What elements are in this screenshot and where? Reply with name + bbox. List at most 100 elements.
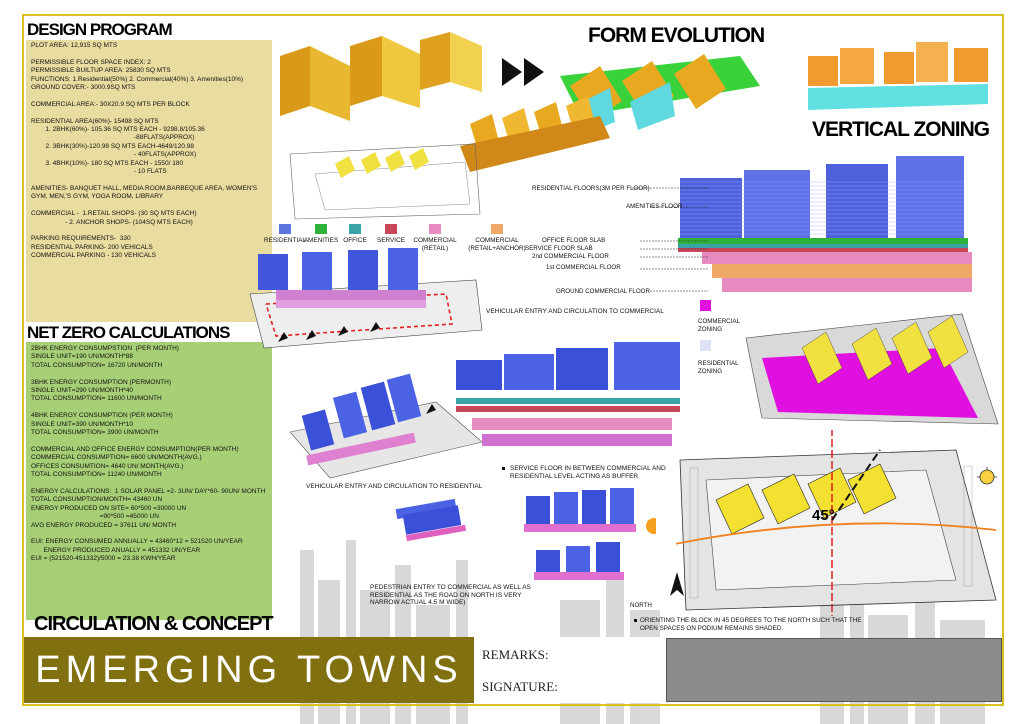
- design-program-line: [31, 50, 267, 58]
- bullet-icon: [634, 619, 637, 622]
- legend-swatch: [429, 224, 441, 234]
- residential-zoning-label: RESIDENTIAL ZONING: [698, 360, 739, 375]
- design-program-line: 2. 3BHK(30%)-120.98 SQ MTS EACH-4649/120…: [31, 142, 194, 150]
- design-program-heading: DESIGN PROGRAM: [27, 20, 173, 39]
- legend-swatch: [349, 224, 361, 234]
- net-zero-line: 2BHK ENERGY CONSUMPSTION (PER MONTH): [31, 345, 179, 352]
- label-residential-floors: RESIDENTIAL FLOORS(3M PER FLOOR): [532, 185, 650, 192]
- legend-label: OFFICE: [343, 237, 367, 244]
- net-zero-line: TOTAL CONSUMPTION= 16720 UN/MONTH: [31, 361, 163, 369]
- net-zero-line: [31, 480, 267, 488]
- site-sketch: [289, 143, 481, 220]
- design-program-line: 1. 2BHK(60%)- 105.36 SQ MTS EACH - 9298.…: [31, 126, 205, 134]
- legend-label: AMENITIES: [303, 237, 339, 244]
- form-evolution-heading: FORM EVOLUTION: [588, 24, 765, 47]
- legend-label: RESIDENTIAL: [264, 237, 306, 244]
- caption-orientation: ORIENTING THE BLOCK IN 45 DEGREES TO THE…: [640, 617, 862, 632]
- design-program-line: RESIDENTIAL AREA(60%)- 15498 SQ MTS: [31, 117, 159, 125]
- north-label: NORTH: [630, 602, 652, 609]
- caption-pedestrian-entry: PEDESTRIAN ENTRY TO COMMERCIAL AS WELL A…: [370, 584, 531, 607]
- pedestrian-entry-models: [395, 488, 656, 580]
- commercial-zoning-swatch: [700, 300, 711, 311]
- design-program-line: COMMERCIAL - 1.RETAIL SHOPS- (30 SQ MTS …: [31, 210, 197, 218]
- stage-3-blocks: [460, 96, 610, 172]
- legend-label: COMMERCIAL (RETAIL+ANCHOR): [468, 237, 526, 252]
- project-title: EMERGING TOWNS: [35, 648, 463, 691]
- legend-item: RESIDENTIAL: [262, 224, 308, 245]
- zoning-leader-lines: [632, 187, 708, 292]
- net-zero-panel: 2BHK ENERGY CONSUMPSTION (PER MONTH)SING…: [26, 342, 272, 620]
- design-program-line: PLOT AREA: 12,915 SQ MTS: [31, 42, 118, 49]
- circulation-concept-heading: CIRCULATION & CONCEPT: [34, 613, 274, 635]
- zoning-site-plan: [745, 313, 999, 425]
- design-program-line: 3. 4BHK(10%)- 180 SQ MTS EACH - 1550/ 18…: [31, 159, 184, 167]
- design-program-line: [31, 202, 267, 210]
- net-zero-line: 3BHK ENERGY CONSUMPTION (PERMONTH): [31, 378, 172, 386]
- sun-icon: [977, 467, 997, 485]
- net-zero-line: EUI = (521520-451332)/5000 = 23.38 KWH/Y…: [31, 555, 176, 563]
- remarks-field[interactable]: [666, 638, 1002, 702]
- design-program-line: GYM, MEN,'S GYM, YOGA ROOM, LIBRARY: [31, 193, 164, 201]
- design-program-line: COMMERCIAL AREA:- 30X20.9 SQ MTS PER BLO…: [31, 100, 190, 108]
- orientation-site-plan: [676, 430, 997, 616]
- net-zero-line: ENERGY PRODUCED ANUALLY = 451332 UN/YEAR: [31, 546, 201, 554]
- net-zero-line: SINGLE UNIT=190 UN/MONTH*88: [31, 353, 134, 361]
- legend-label: COMMERCIAL (RETAIL): [413, 237, 457, 252]
- design-program-line: FUNCTIONS: 1.Residential(50%) 2. Commerc…: [31, 75, 244, 83]
- design-program-line: PERMISSIBLE FLOOR SPACE INDEX: 2: [31, 58, 151, 66]
- vertical-zoning-mass: [808, 42, 988, 110]
- residential-circulation-model: [289, 373, 483, 479]
- design-program-text: PLOT AREA: 12,915 SQ MTS PERMISSIBLE FLO…: [31, 42, 267, 261]
- service-floor-diagram: [456, 342, 680, 446]
- legend-item: COMMERCIAL (RETAIL+ANCHOR): [462, 224, 532, 252]
- label-second-commercial: 2nd COMMERCIAL FLOOR: [532, 253, 609, 260]
- legend-item: OFFICE: [332, 224, 378, 245]
- design-program-line: RESIDENTIAL PARKING- 200 VEHICALS: [31, 243, 153, 251]
- sheet-border: [22, 14, 1004, 706]
- legend-label: SERVICE: [377, 237, 405, 244]
- design-program-line: GROUND COVER:- 3000.9SQ MTS: [31, 84, 136, 92]
- design-program-line: [31, 177, 267, 185]
- net-zero-line: TOTAL CONSUMPTION= 11240 UN/MONTH: [31, 471, 162, 479]
- net-zero-line: TOTAL CONSUMPTION= 3900 UN/MONTH: [31, 429, 159, 437]
- net-zero-line: [31, 437, 267, 445]
- design-program-line: [31, 92, 267, 100]
- net-zero-line: AVG ENERGY PRODUCED = 37611 UN/ MONTH: [31, 521, 177, 529]
- bullet-icon: [502, 467, 505, 470]
- net-zero-line: [31, 370, 267, 378]
- label-amenities-floor: AMENITIES FLOOR: [626, 203, 683, 210]
- net-zero-line: TOTAL CONSUMPTION= 11600 UN/MONTH: [31, 395, 162, 403]
- design-program-line: - 10 FLATS: [31, 168, 167, 176]
- legend-swatch: [385, 224, 397, 234]
- stage-1-blocks: [280, 32, 482, 121]
- vertical-zoning-heading: VERTICAL ZONING: [812, 118, 990, 141]
- design-program-line: AMENITIES- BANQUET HALL, MEDIA ROOM,BARB…: [31, 184, 258, 192]
- evolution-arrow-1: [502, 58, 522, 86]
- residential-zoning-swatch: [700, 340, 711, 351]
- net-zero-heading: NET ZERO CALCULATIONS: [27, 323, 231, 342]
- remarks-signature-box: REMARKS: SIGNATURE:: [474, 637, 666, 703]
- design-program-line: [31, 227, 267, 235]
- design-program-line: -88FLATS(APPROX): [31, 134, 195, 142]
- form-evolution-massing: [280, 32, 760, 172]
- design-program-line: PARKING REQUIREMENTS- 330: [31, 235, 131, 243]
- net-zero-line: ENERGY PRODUCED ON SITE= 60*500 =30000 U…: [31, 504, 187, 512]
- net-zero-line: [31, 404, 267, 412]
- net-zero-line: SINGLE UNIT=290 UN/MONTH*40: [31, 387, 134, 395]
- label-ground-commercial: GROUND COMMERCIAL FLOOR: [556, 288, 650, 295]
- commercial-zoning-label: COMMERCIAL ZONING: [698, 318, 740, 333]
- label-first-commercial: 1st COMMERCIAL FLOOR: [546, 264, 621, 271]
- net-zero-line: 4BHK ENERGY CONSUMPTION (PER MONTH): [31, 412, 173, 420]
- net-zero-line: OFFICES CONSUMTION= 4640 UN/ MONTH(AVG.): [31, 462, 184, 470]
- remarks-label: REMARKS:: [482, 647, 549, 662]
- net-zero-line: =90*500 =45000 UN: [31, 513, 159, 521]
- label-service-slab: SERVICE FLOOR SLAB: [525, 245, 593, 252]
- net-zero-line: EUI: ENERGY CONSUMED ANNUALLY = 43460*12…: [31, 538, 243, 546]
- caption-vehicular-commercial: VEHICULAR ENTRY AND CIRCULATION TO COMME…: [486, 308, 664, 315]
- label-office-slab: OFFICE FLOOR SLAB: [542, 237, 606, 244]
- net-zero-line: COMMERCIAL CONSUMPTION= 6600 UN/MONTH(AV…: [31, 454, 202, 462]
- net-zero-line: ENERGY CALCULATIONS: 1 SOLAR PANEL =2- 3…: [31, 487, 266, 495]
- design-program-line: PERMISSIBLE BUILTUP AREA: 25830 SQ MTS: [31, 67, 171, 75]
- legend-swatch: [491, 224, 503, 234]
